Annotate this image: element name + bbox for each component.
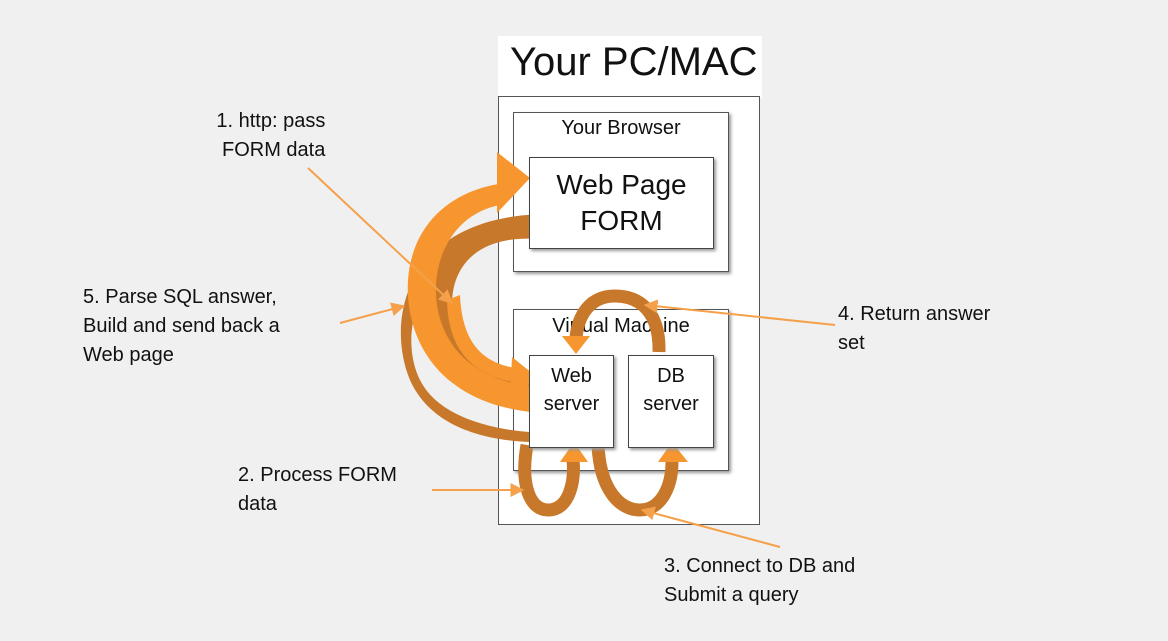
db-server-line-2: server: [643, 393, 699, 415]
step-4-line-2: set: [838, 332, 865, 354]
arrow-3-head: [658, 442, 688, 462]
web-page-form-label: Web Page FORM: [529, 167, 714, 239]
pointer-step-1: [307, 167, 454, 304]
db-server-box: [628, 355, 714, 448]
web-server-line-2: server: [543, 393, 600, 415]
db-server-line-1: DB: [657, 365, 685, 387]
web-page-form-box: [529, 157, 714, 249]
step-3-line-2: Submit a query: [664, 584, 799, 606]
form-label-line-1: Web Page: [556, 169, 687, 200]
arrow-4-loop: [569, 289, 666, 353]
pointer-step-3: [640, 506, 781, 548]
arrow-3-loop: [591, 444, 679, 517]
web-server-line-1: Web: [551, 365, 592, 387]
arrow-2-loop: [518, 443, 580, 517]
step-2-line-2: data: [238, 493, 277, 515]
step-1-line-1: 1. http: pass: [216, 110, 326, 132]
arrow-1-body: [407, 183, 530, 412]
arrow-4-head: [562, 336, 590, 354]
pointer-step-5: [339, 302, 406, 324]
db-server-label: DB server: [628, 362, 714, 418]
step-5-line-1: 5. Parse SQL answer,: [83, 286, 277, 308]
step-1-line-2: FORM data: [222, 139, 326, 161]
step-5-line-3: Web page: [83, 344, 174, 366]
arrow-1b-body: [447, 295, 515, 382]
form-label-line-2: FORM: [580, 205, 663, 236]
step-3-line-1: 3. Connect to DB and: [664, 555, 856, 577]
step-5-note: 5. Parse SQL answer, Build and send back…: [83, 283, 280, 370]
arrow-1b-head: [510, 357, 538, 398]
step-3-note: 3. Connect to DB and Submit a query: [664, 552, 855, 610]
browser-title: Your Browser: [561, 117, 681, 139]
pc-title-background: [498, 36, 762, 98]
step-2-line-1: 2. Process FORM: [238, 464, 397, 486]
arrow-1-head: [497, 152, 530, 213]
web-server-box: [529, 355, 614, 448]
step-4-note: 4. Return answer set: [838, 300, 990, 358]
step-5-line-2: Build and send back a: [83, 315, 280, 337]
step-2-note: 2. Process FORM data: [238, 461, 397, 519]
pointer-step-4: [643, 299, 836, 326]
web-server-label: Web server: [529, 362, 614, 418]
step-1-note: 1. http: pass FORM data: [216, 107, 325, 165]
arrow-2-head: [560, 442, 588, 462]
step-4-line-1: 4. Return answer: [838, 303, 991, 325]
pc-title: Your PC/MAC: [510, 40, 758, 84]
